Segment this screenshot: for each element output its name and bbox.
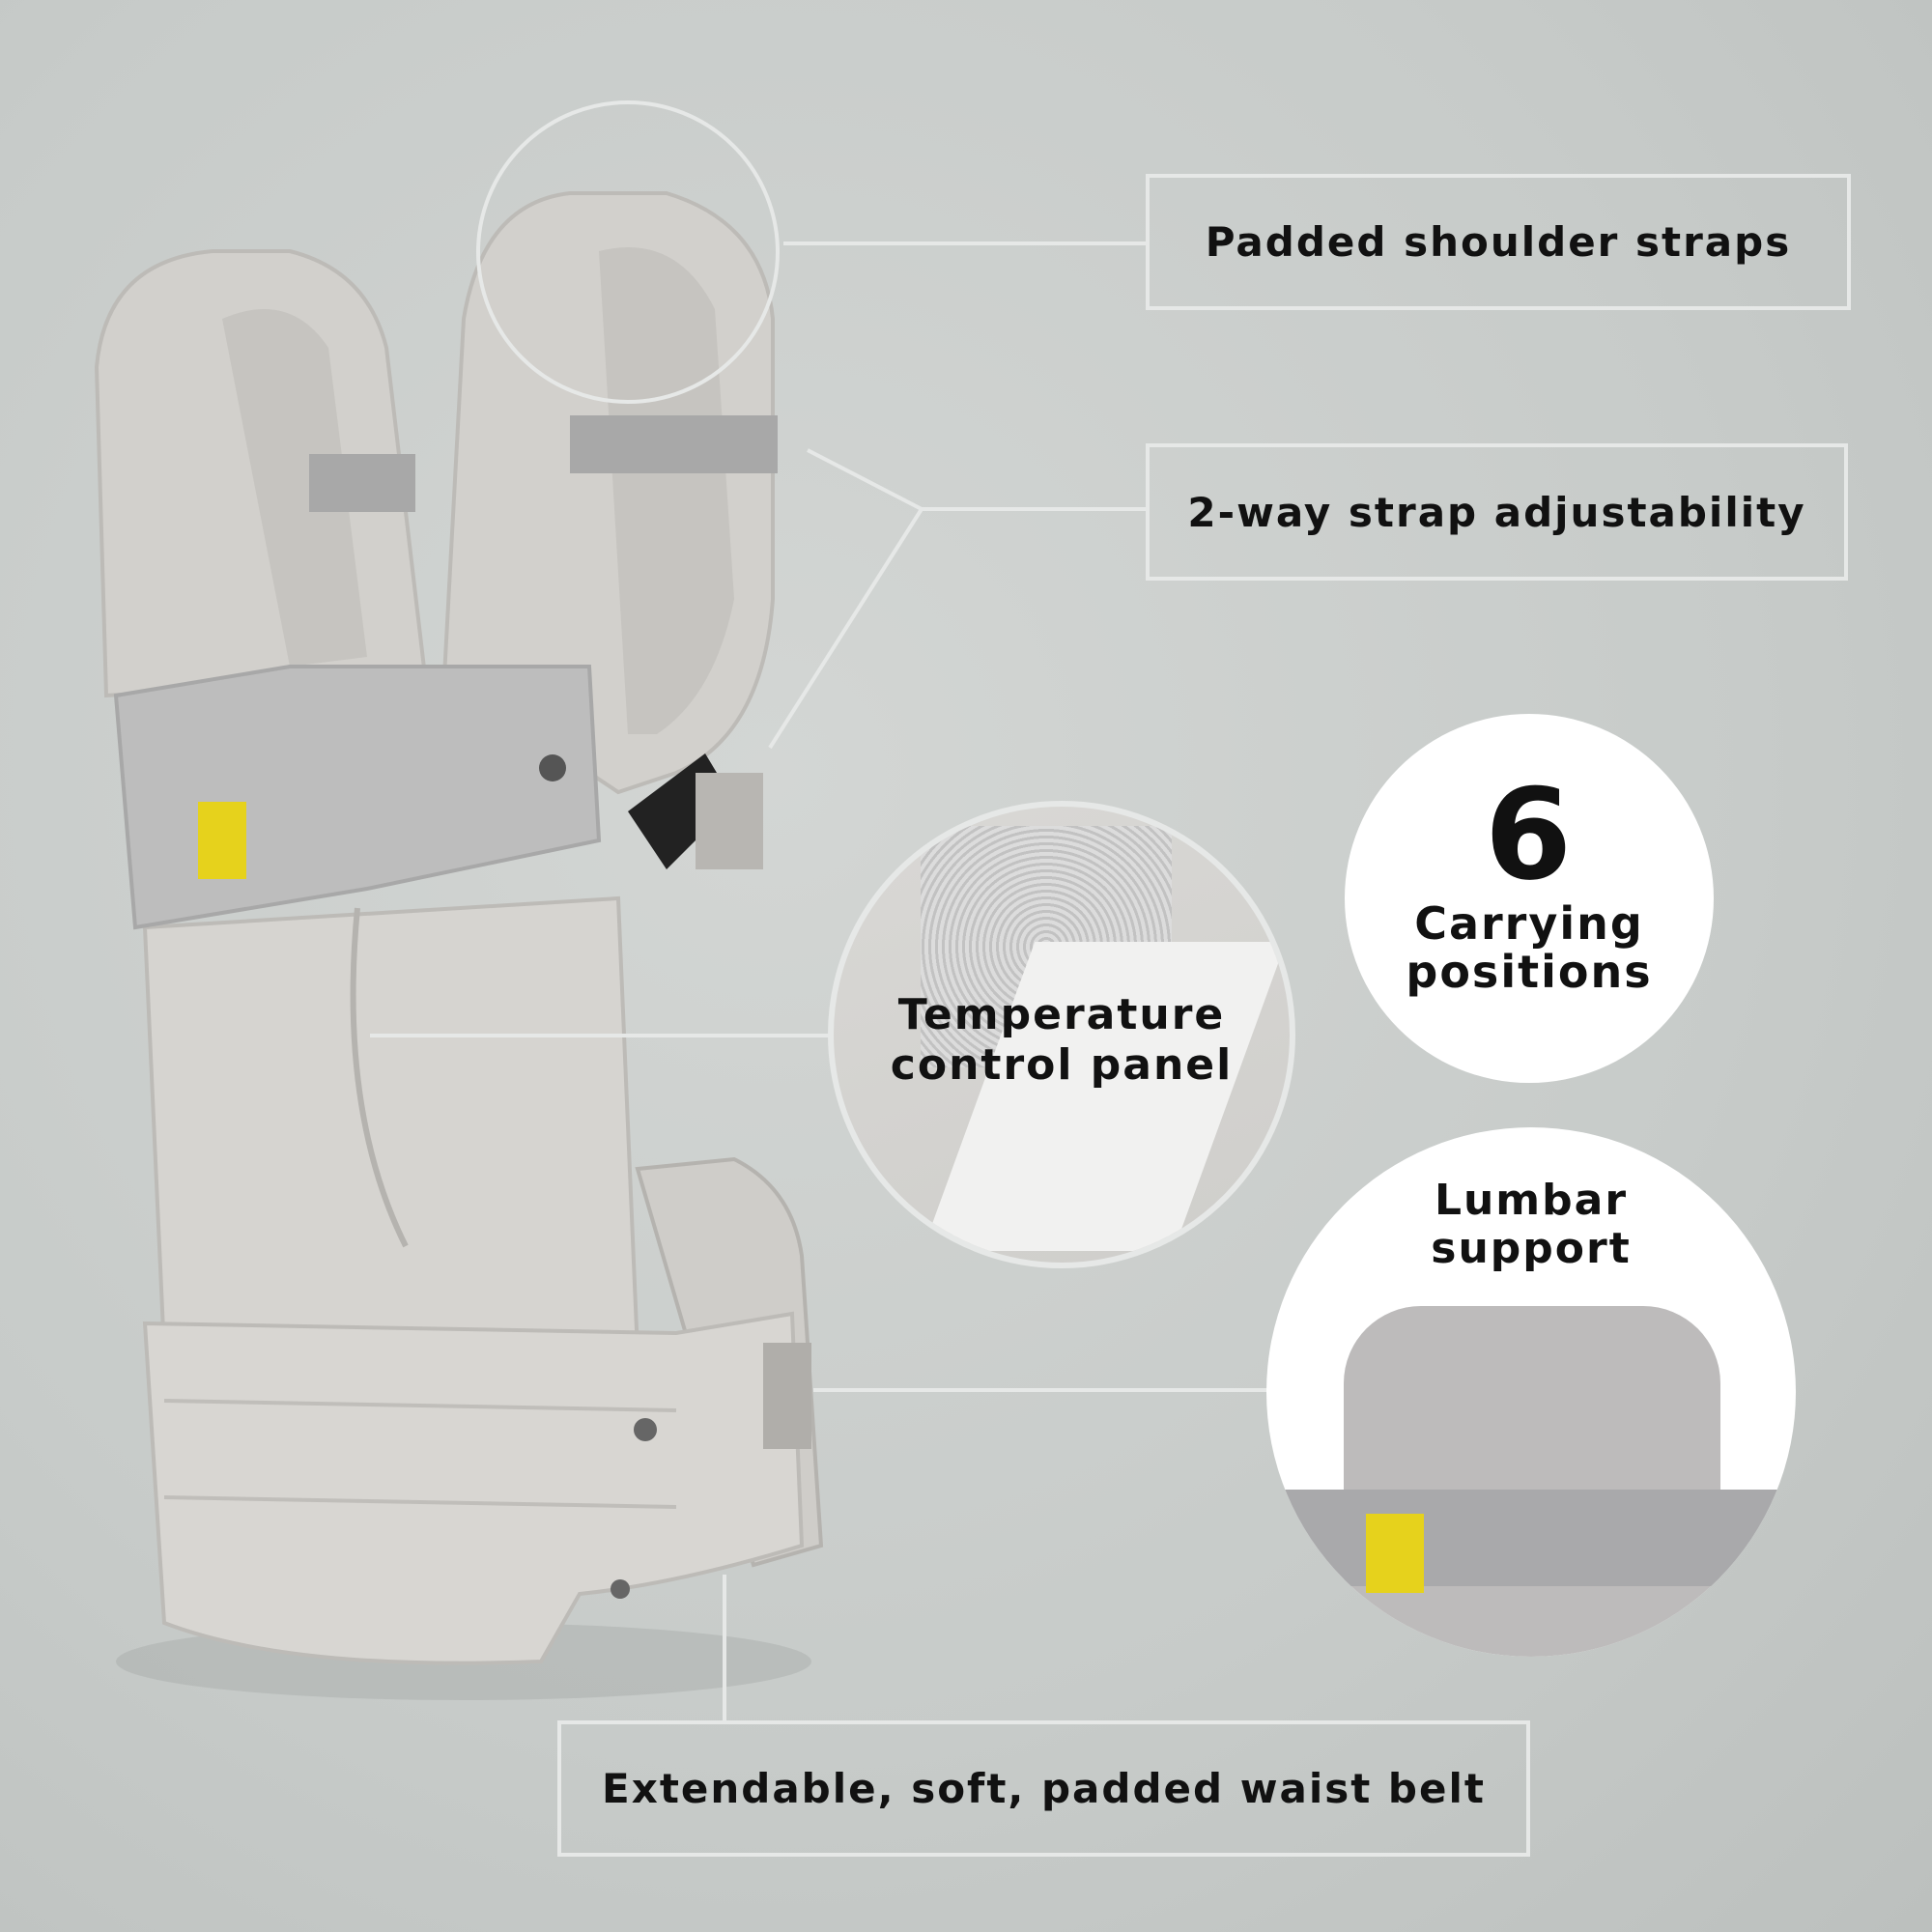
temperature-text-line2: control panel xyxy=(890,1040,1234,1090)
lumbar-text-line2: support xyxy=(1431,1224,1632,1273)
lumbar-support-circle: Lumbar support xyxy=(1266,1127,1796,1657)
waist-belt-text: Extendable, soft, padded waist belt xyxy=(602,1765,1486,1812)
shoulder-straps-text: Padded shoulder straps xyxy=(1205,218,1792,266)
lumbar-text-line1: Lumbar xyxy=(1434,1176,1629,1225)
temperature-panel-circle: Temperature control panel xyxy=(828,801,1295,1268)
carrying-positions-badge: 6 Carrying positions xyxy=(1345,714,1714,1083)
shoulder-highlight-circle xyxy=(476,100,780,404)
waist-callout-line xyxy=(723,1575,726,1720)
shoulder-callout-line xyxy=(783,242,1146,245)
strap-adjustability-text: 2-way strap adjustability xyxy=(1187,488,1806,536)
lumbar-brand-logo xyxy=(1366,1514,1424,1593)
positions-text-line1: Carrying xyxy=(1414,897,1644,950)
strap-adjustability-label: 2-way strap adjustability xyxy=(1146,443,1848,581)
lumbar-callout-line xyxy=(813,1388,1267,1392)
brand-logo-tag xyxy=(198,802,246,879)
positions-text-line2: positions xyxy=(1406,946,1653,998)
positions-number: 6 xyxy=(1484,761,1575,908)
temperature-callout-line xyxy=(370,1034,829,1037)
waist-belt-label: Extendable, soft, padded waist belt xyxy=(557,1720,1530,1857)
temperature-text-line1: Temperature xyxy=(897,990,1226,1039)
shoulder-straps-label: Padded shoulder straps xyxy=(1146,174,1851,310)
